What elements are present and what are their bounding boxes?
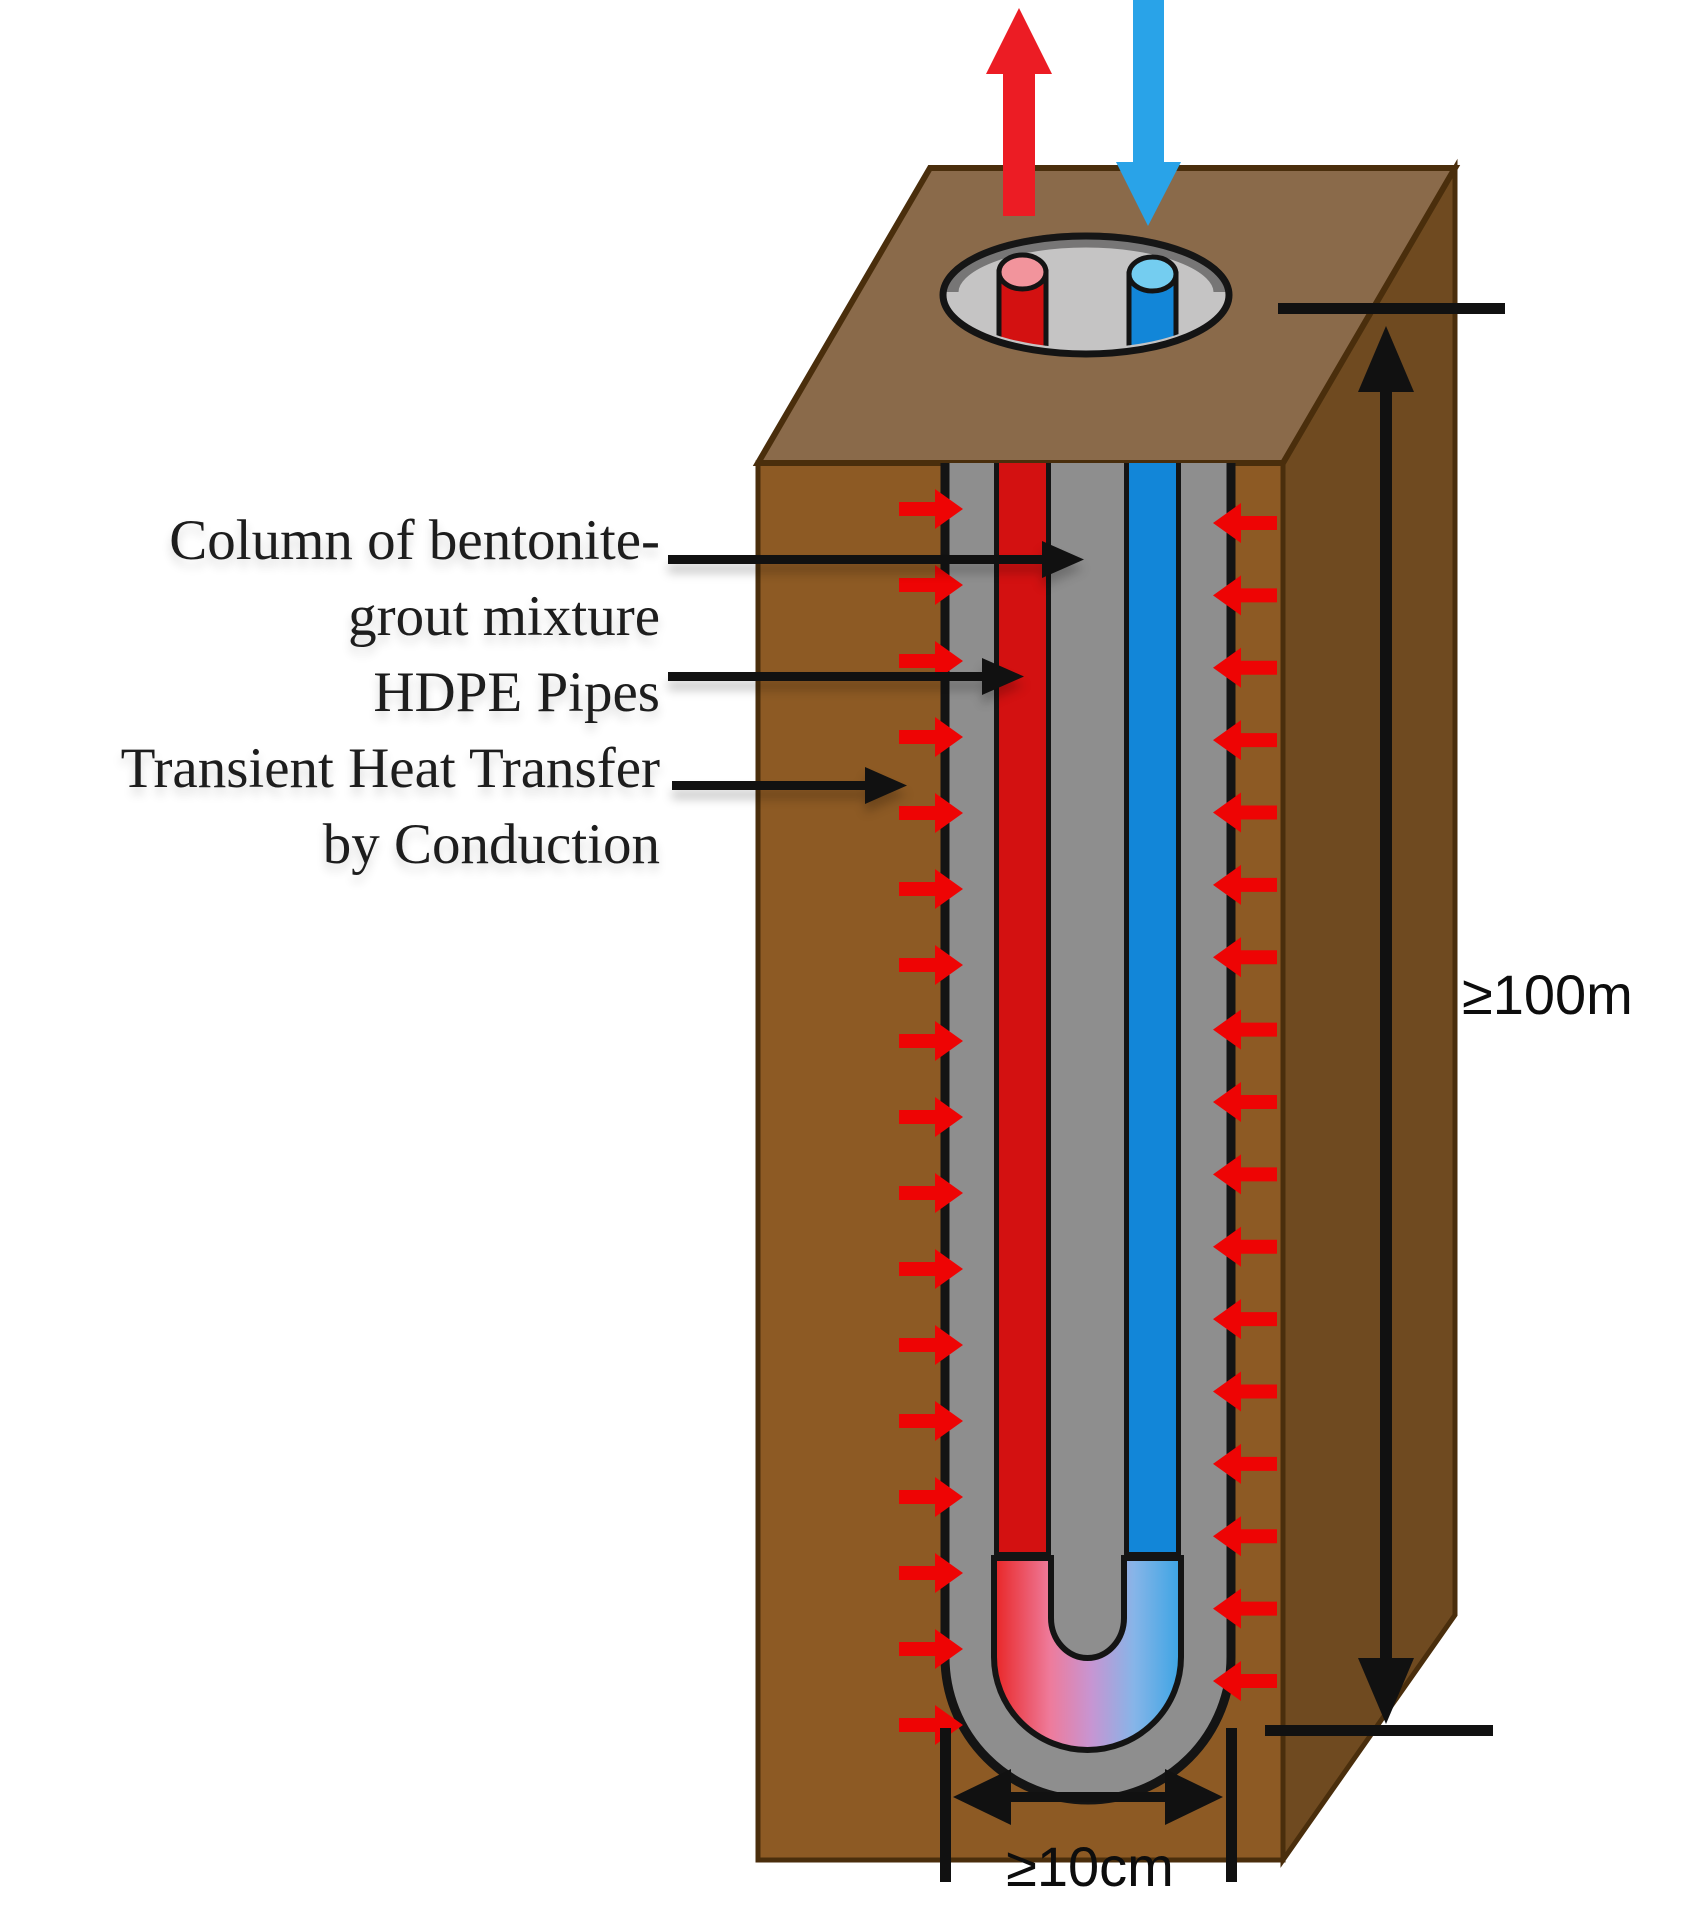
label-leader-arrows (668, 541, 1084, 804)
heat-flux-arrow-icon (1213, 1009, 1277, 1050)
heat-flux-arrow-icon (1213, 1588, 1277, 1629)
diameter-left-tick (940, 1728, 951, 1882)
heat-flux-arrow-icon (1213, 792, 1277, 833)
grout-label-arrow-line (668, 555, 1048, 564)
depth-bottom-reference-line (1265, 1725, 1493, 1736)
heat-flux-arrow-icon (1213, 864, 1277, 905)
heat-flux-arrow-icon (1213, 1443, 1277, 1484)
cold-pipe-leg (1129, 463, 1176, 1552)
heat-flux-arrow-icon (1213, 503, 1277, 543)
diameter-right-tick (1226, 1728, 1237, 1882)
heat-flux-arrow-icon (899, 1401, 963, 1441)
label-heat-transfer-line2: by Conduction (322, 813, 660, 876)
heat-label-arrowhead-icon (865, 767, 907, 804)
cold-pipe-top-opening (1126, 254, 1179, 294)
diameter-dimension (940, 1728, 1237, 1882)
depth-top-reference-line (1278, 303, 1505, 314)
label-grout-column-line1: Column of bentonite- (169, 509, 660, 572)
heat-label-arrow-line (672, 781, 869, 790)
heat-flux-arrow-icon (899, 869, 963, 909)
hot-pipe-cap-line (994, 1552, 1051, 1560)
heat-flux-arrow-icon (1213, 575, 1277, 616)
label-grout-column-line2: grout mixture (348, 585, 660, 648)
heat-flux-arrow-icon (1213, 1299, 1277, 1340)
grout-label-arrowhead-icon (1042, 541, 1084, 578)
diameter-arrowhead-left-icon (953, 1769, 1011, 1825)
cold-pipe-cap-line (1124, 1552, 1181, 1560)
label-hdpe-pipes: HDPE Pipes (373, 661, 660, 724)
borehole-mouth-inner-shadow (943, 232, 1229, 293)
heat-flux-arrow-icon (899, 1173, 963, 1213)
label-diameter-dimension: ≥10cm (1006, 1835, 1174, 1898)
heat-flux-arrow-icon (899, 1249, 963, 1289)
component-labels: Column of bentonite- grout mixture HDPE … (0, 503, 660, 883)
heat-flux-arrow-icon (899, 1021, 963, 1061)
hot-pipe-top-opening (996, 252, 1049, 292)
depth-arrowhead-down-icon (1358, 1658, 1414, 1724)
label-depth-dimension: ≥100m (1462, 963, 1633, 1026)
heat-flux-arrow-icon (1213, 1661, 1277, 1701)
depth-dimension (1265, 303, 1505, 1736)
heat-flux-arrow-icon (899, 1097, 963, 1137)
cold-inflow-arrow-icon (1116, 0, 1181, 226)
depth-arrowhead-up-icon (1358, 326, 1414, 392)
heat-flux-arrow-icon (899, 641, 963, 681)
heat-flux-arrow-icon (899, 945, 963, 985)
hot-pipe-leg (999, 463, 1046, 1552)
heat-flux-arrows-right (1213, 503, 1277, 1701)
heat-flux-arrow-icon (899, 565, 963, 605)
diameter-arrowhead-right-icon (1165, 1769, 1223, 1825)
heat-flux-arrow-icon (899, 1553, 963, 1593)
heat-flux-arrow-icon (1213, 937, 1277, 978)
label-heat-transfer-line1: Transient Heat Transfer (120, 737, 660, 800)
depth-dimension-line (1380, 360, 1392, 1690)
heat-flux-arrow-icon (1213, 1371, 1277, 1412)
heat-flux-arrow-icon (1213, 647, 1277, 688)
u-bend-pipe (991, 1555, 1184, 1753)
heat-flux-arrow-icon (899, 489, 963, 529)
heat-flux-arrow-icon (899, 793, 963, 833)
heat-flux-arrow-icon (1213, 720, 1277, 761)
heat-flux-arrow-icon (1213, 1516, 1277, 1557)
heat-flux-arrow-icon (899, 1477, 963, 1517)
pipes-label-arrow-line (668, 672, 986, 681)
heat-flux-arrow-icon (1213, 1226, 1277, 1267)
heat-flux-arrows-left (899, 489, 963, 1745)
heat-flux-arrow-icon (1213, 1154, 1277, 1195)
hot-outflow-arrow-icon (986, 8, 1052, 216)
heat-flux-arrow-icon (899, 1629, 963, 1669)
heat-flux-arrow-icon (899, 1325, 963, 1365)
pipes-label-arrowhead-icon (982, 658, 1024, 695)
heat-flux-arrow-icon (899, 717, 963, 757)
diameter-dimension-line (1000, 1792, 1180, 1802)
heat-flux-arrow-icon (1213, 1082, 1277, 1122)
